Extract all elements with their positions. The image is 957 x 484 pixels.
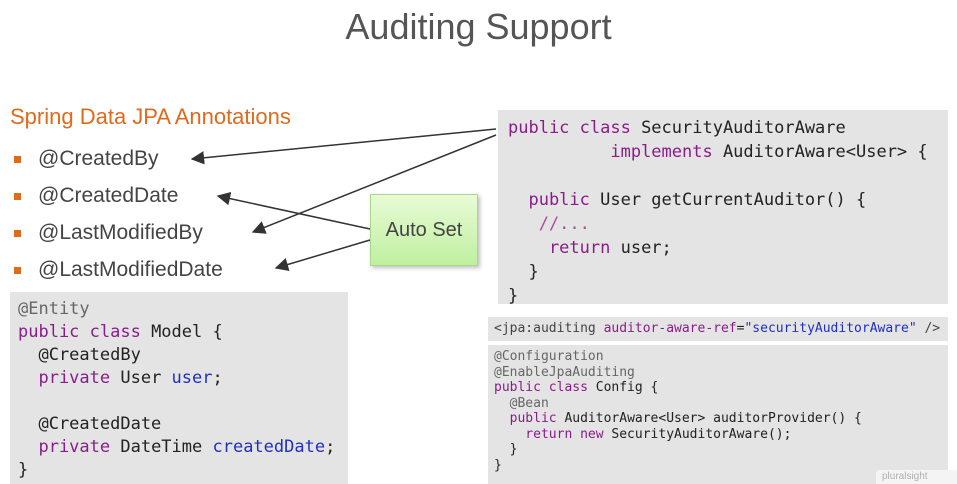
code-line: public AuditorAware<User> auditorProvide… <box>494 411 862 426</box>
code-line-blank <box>18 390 340 413</box>
bullet-icon <box>14 230 21 237</box>
code-line: @Bean <box>494 395 549 411</box>
code-line-blank <box>508 164 938 188</box>
auditor-aware-code-block: public class SecurityAuditorAware implem… <box>498 110 948 304</box>
code-line: public User getCurrentAuditor() { <box>508 190 867 210</box>
arrow-to-created-by <box>190 128 497 165</box>
annotation-list: @CreatedBy @CreatedDate @LastModifiedBy … <box>14 146 223 294</box>
code-line: private DateTime createdDate; <box>18 437 336 457</box>
annotation-label: @CreatedBy <box>38 147 159 170</box>
xml-attribute: auditor-aware-ref <box>603 321 737 336</box>
annotation-label: @LastModifiedDate <box>38 258 223 281</box>
bullet-icon <box>14 193 21 200</box>
code-line-comment: //... <box>508 214 590 234</box>
model-code-block: @Entity public class Model { @CreatedBy p… <box>10 292 348 484</box>
code-line: return new SecurityAuditorAware(); <box>494 426 792 442</box>
code-line: @Configuration <box>494 349 604 364</box>
annotation-item-created-by: @CreatedBy <box>14 146 223 183</box>
code-line: } <box>18 460 29 480</box>
annotation-label: @CreatedDate <box>38 184 179 207</box>
annotation-item-last-modified-date: @LastModifiedDate <box>14 257 223 294</box>
auto-set-box: Auto Set <box>370 194 478 266</box>
code-line: public class Model { <box>18 322 223 342</box>
xml-attribute-value: "securityAuditorAware" <box>744 321 917 336</box>
code-line: private User user; <box>18 368 223 388</box>
code-line: } <box>494 442 518 457</box>
annotation-item-last-modified-by: @LastModifiedBy <box>14 220 223 257</box>
code-line: } <box>508 286 519 304</box>
xml-tag-close: /> <box>916 321 941 336</box>
code-line: @Entity <box>18 299 90 319</box>
auto-set-label: Auto Set <box>385 218 463 241</box>
annotation-label: @LastModifiedBy <box>38 221 203 244</box>
code-line: public class SecurityAuditorAware <box>508 118 846 138</box>
annotations-heading: Spring Data JPA Annotations <box>10 104 291 129</box>
xml-config-block: <jpa:auditing auditor-aware-ref="securit… <box>488 317 948 341</box>
code-line: public class Config { <box>494 380 659 395</box>
xml-tag-open: <jpa:auditing <box>494 321 604 336</box>
slide-title: Auditing Support <box>345 6 612 47</box>
arrow-to-created-date <box>216 191 371 230</box>
code-line: } <box>508 262 539 282</box>
watermark-logo: pluralsight <box>876 470 957 484</box>
code-line: @CreatedBy <box>18 345 141 365</box>
code-line: @EnableJpaAuditing <box>494 364 635 380</box>
bullet-icon <box>14 156 21 163</box>
annotation-item-created-date: @CreatedDate <box>14 183 223 220</box>
code-line: } <box>494 457 502 473</box>
bullet-icon <box>14 267 21 274</box>
code-line: return user; <box>508 238 672 258</box>
code-line: @CreatedDate <box>18 414 162 434</box>
code-line: implements AuditorAware<User> { <box>508 142 928 162</box>
arrow-to-last-modified-date <box>274 239 371 272</box>
